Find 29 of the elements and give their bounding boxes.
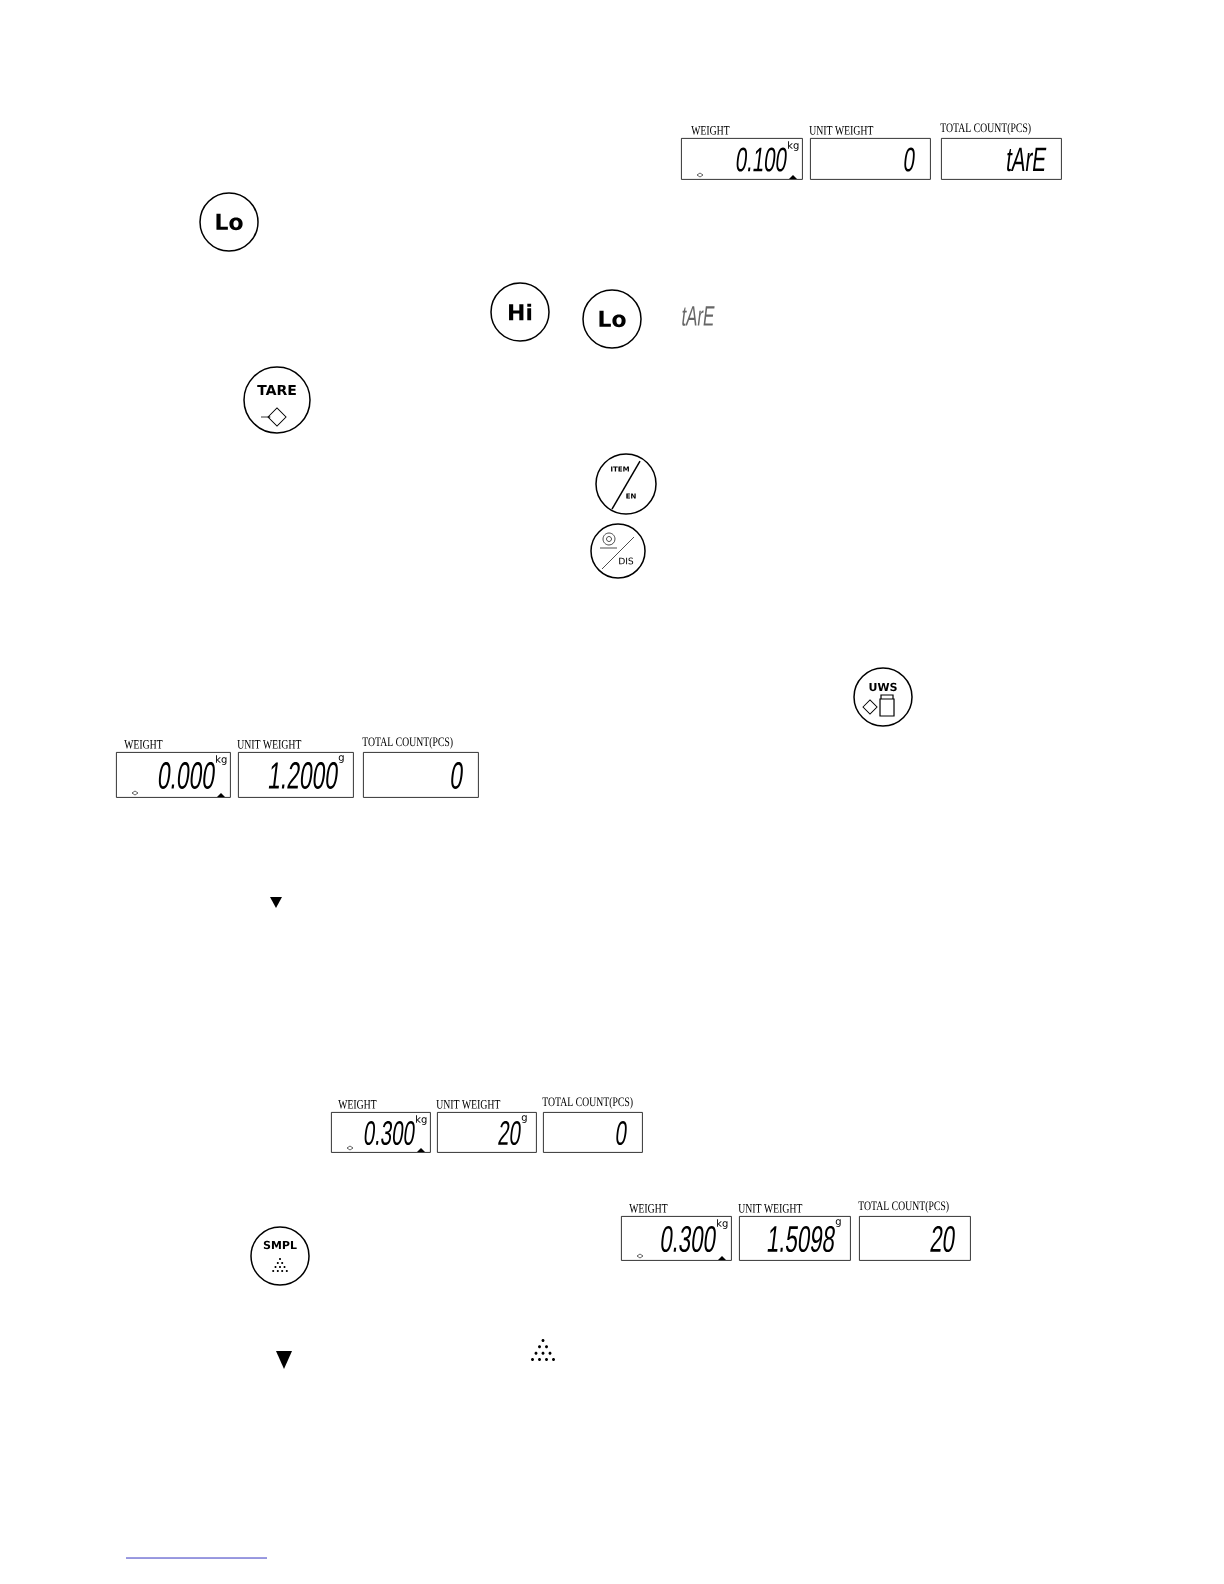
display-readout: tArE (682, 306, 715, 326)
display-heading: UNIT WEIGHT (237, 740, 302, 749)
display-heading: WEIGHT (124, 740, 163, 749)
round-button: SMPL (250, 1226, 310, 1286)
display-heading: WEIGHT (629, 1204, 668, 1213)
round-button: TARE (243, 366, 311, 434)
lcd-display: 0.000 kg (116, 752, 231, 798)
round-button: Lo (582, 289, 642, 349)
display-heading: UNIT WEIGHT (809, 126, 874, 135)
lcd-display: 0 (363, 752, 479, 798)
lcd-display: 20 g (437, 1112, 537, 1153)
display-heading: TOTAL COUNT(PCS) (858, 1201, 949, 1213)
round-button: Lo (199, 192, 259, 252)
lcd-display: 0 (543, 1112, 643, 1153)
display-heading: UNIT WEIGHT (738, 1204, 803, 1213)
lcd-display: 20 (859, 1216, 971, 1261)
display-heading: WEIGHT (691, 126, 730, 135)
lcd-display: 1.2000 g (238, 752, 354, 798)
display-heading: TOTAL COUNT(PCS) (940, 123, 1031, 135)
display-heading: TOTAL COUNT(PCS) (542, 1097, 633, 1109)
lcd-display: 1.5098 g (739, 1216, 851, 1261)
display-heading: WEIGHT (338, 1100, 377, 1109)
round-button: UWS (853, 667, 913, 727)
display-heading: TOTAL COUNT(PCS) (362, 737, 453, 749)
lcd-display: 0 (810, 138, 931, 180)
round-button: DIS (590, 523, 646, 579)
lcd-display: tArE (941, 138, 1062, 180)
round-button: Hi (490, 282, 550, 342)
display-heading: UNIT WEIGHT (436, 1100, 501, 1109)
